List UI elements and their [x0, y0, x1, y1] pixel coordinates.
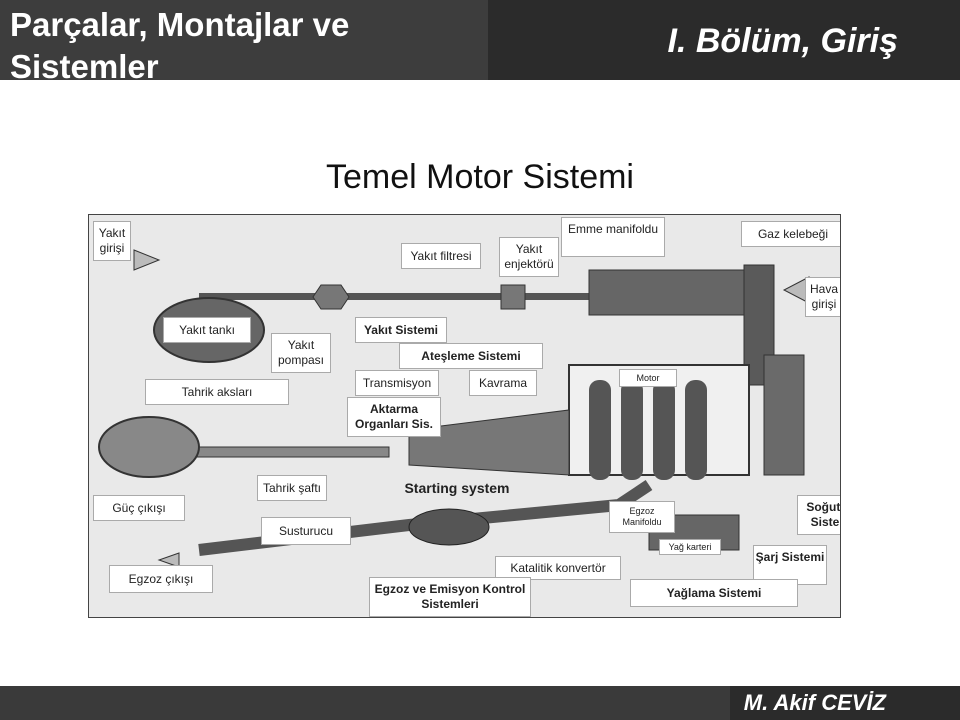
- label-emme-manifoldu: Emme manifoldu: [561, 217, 665, 257]
- label-yag-karteri: Yağ karteri: [659, 539, 721, 555]
- label-katalitik-konvertor: Katalitik konvertör: [495, 556, 621, 580]
- intake-manifold-shape: [588, 269, 765, 316]
- label-yaglama-sistemi: Yağlama Sistemi: [630, 579, 798, 607]
- label-motor: Motor: [619, 369, 677, 387]
- fuel-line: [199, 293, 589, 300]
- fuel-filter-shape: [312, 284, 350, 310]
- radiator-shape: [763, 354, 805, 476]
- differential-shape: [98, 416, 200, 478]
- label-hava-girisi: Hava girişi: [805, 277, 840, 317]
- label-yakit-sistemi: Yakıt Sistemi: [355, 317, 447, 343]
- header-bar: Parçalar, Montajlar ve Sistemler I. Bölü…: [0, 0, 960, 85]
- author-name: M. Akif CEVİZ: [743, 690, 886, 715]
- label-atesleme-sistemi: Ateşleme Sistemi: [399, 343, 543, 369]
- cylinder-2: [621, 380, 643, 480]
- cylinder-3: [653, 380, 675, 480]
- label-gaz-kelebegi: Gaz kelebeği: [741, 221, 840, 247]
- label-egzoz-cikisi: Egzoz çıkışı: [109, 565, 213, 593]
- fuel-inlet-arrow-icon: [133, 249, 161, 271]
- label-yakit-enjektoru: Yakıt enjektörü: [499, 237, 559, 277]
- muffler-shape: [408, 508, 490, 546]
- label-susturucu: Susturucu: [261, 517, 351, 545]
- drive-shaft-shape: [188, 446, 390, 458]
- slide-title: Parçalar, Montajlar ve Sistemler: [10, 6, 350, 85]
- engine-illustration: [98, 249, 810, 568]
- label-guc-cikisi: Güç çıkışı: [93, 495, 185, 521]
- label-egzoz-emisyon: Egzoz ve Emisyon Kontrol Sistemleri: [369, 577, 531, 617]
- label-tahrik-akslari: Tahrik aksları: [145, 379, 289, 405]
- label-transmisyon: Transmisyon: [355, 370, 439, 396]
- label-yakit-tanki: Yakıt tankı: [163, 317, 251, 343]
- engine-system-diagram: Yakıt girişi Yakıt filtresi Yakıt enjekt…: [88, 214, 841, 618]
- cylinder-1: [589, 380, 611, 480]
- diagram-title: Temel Motor Sistemi: [326, 158, 634, 196]
- label-tahrik-safti: Tahrik şaftı: [257, 475, 327, 501]
- header-title-panel: [0, 0, 488, 80]
- fuel-injector-shape: [500, 284, 526, 310]
- exhaust-out-arrow-icon: [157, 552, 180, 568]
- label-egzoz-manifoldu: Egzoz Manifoldu: [609, 501, 675, 533]
- label-yakit-girisi: Yakıt girişi: [93, 221, 131, 261]
- footer-left-panel: [0, 686, 730, 720]
- label-yakit-pompasi: Yakıt pompası: [271, 333, 331, 373]
- label-kavrama: Kavrama: [469, 370, 537, 396]
- footer-bar: M. Akif CEVİZ: [0, 686, 960, 720]
- transmission-shape: [408, 409, 570, 476]
- label-starting-system: Starting system: [404, 480, 510, 496]
- label-aktarma-organlari: Aktarma Organları Sis.: [347, 397, 441, 437]
- section-title: I. Bölüm, Giriş: [667, 22, 898, 60]
- label-sogutma-sistemi: Soğutma Sistemi: [797, 495, 840, 535]
- label-yakit-filtresi: Yakıt filtresi: [401, 243, 481, 269]
- cylinder-4: [685, 380, 707, 480]
